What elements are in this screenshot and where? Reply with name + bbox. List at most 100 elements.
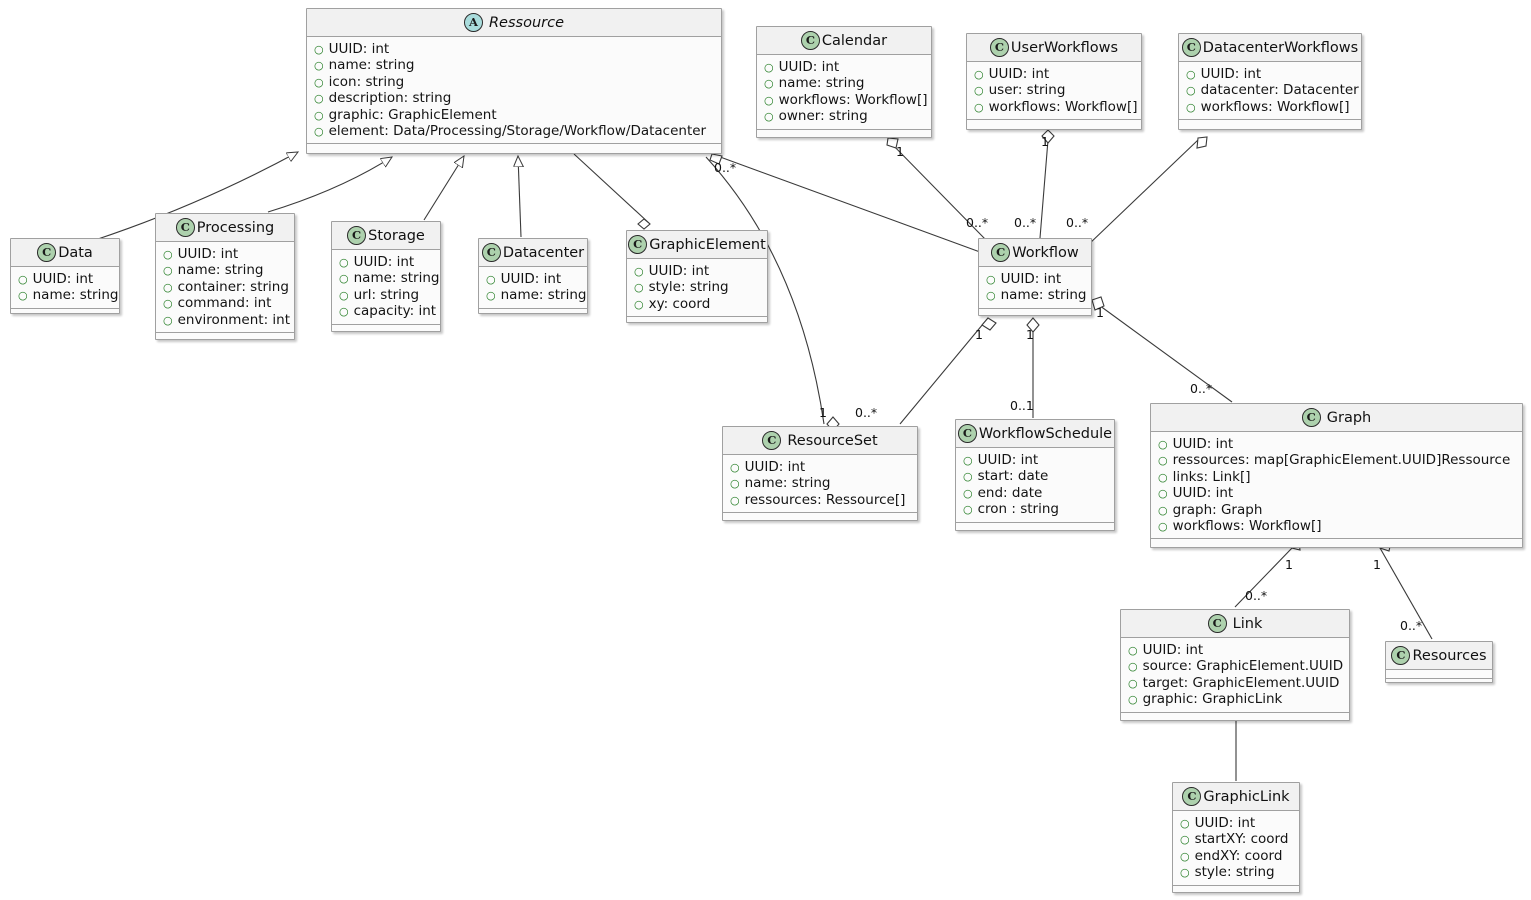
attribute-text: UUID: int bbox=[1142, 642, 1204, 658]
aggregation-diamond-graphicelement bbox=[637, 218, 651, 230]
visibility-public-icon: ○ bbox=[1180, 866, 1190, 880]
attribute-text: UUID: int bbox=[1194, 815, 1256, 831]
attribute-text: icon: string bbox=[328, 73, 405, 90]
attribute-row: ○ element: Data/Processing/Storage/Workfl… bbox=[314, 123, 717, 139]
visibility-public-icon: ○ bbox=[963, 503, 973, 517]
visibility-public-icon: ○ bbox=[1158, 487, 1168, 501]
attribute-text: name: string bbox=[177, 262, 264, 279]
attribute-row: ○name: string bbox=[986, 287, 1087, 303]
attribute-row: ○name: string bbox=[764, 75, 927, 91]
attribute-text: UUID: int bbox=[1000, 271, 1062, 287]
attribute-row: ○UUID: int bbox=[1180, 815, 1295, 831]
visibility-public-icon: ○ bbox=[486, 289, 496, 303]
attribute-row: ○UUID: int bbox=[764, 59, 927, 75]
association-datacenterworkflows-workflow bbox=[1087, 139, 1199, 246]
visibility-public-icon: ○ bbox=[1158, 470, 1168, 484]
visibility-public-icon: ○ bbox=[18, 289, 28, 303]
attribute-text: element: Data/Processing/Storage/Workflo… bbox=[328, 123, 707, 140]
association-userworkflows-workflow bbox=[1039, 139, 1049, 239]
attribute-text: workflows: Workflow[] bbox=[1172, 518, 1322, 535]
multiplicity-label: 0..1 bbox=[1010, 398, 1034, 413]
attribute-row: ○name: string bbox=[163, 262, 290, 278]
attribute-row: ○UUID: int bbox=[634, 263, 763, 279]
class-name-calendar: Calendar bbox=[821, 32, 888, 49]
visibility-public-icon: ○ bbox=[314, 108, 324, 122]
visibility-public-icon: ○ bbox=[314, 125, 324, 139]
attribute-row: ○environment: int bbox=[163, 312, 290, 328]
methods-compartment-data bbox=[11, 309, 119, 318]
visibility-public-icon: ○ bbox=[634, 281, 644, 295]
attribute-row: ○ressources: Ressource[] bbox=[730, 492, 913, 508]
attribute-text: endXY: coord bbox=[1194, 847, 1283, 864]
class-name-data: Data bbox=[58, 244, 93, 261]
class-icon: C bbox=[762, 431, 782, 450]
visibility-public-icon: ○ bbox=[764, 77, 774, 91]
methods-compartment-processing bbox=[156, 333, 294, 342]
class-name-workflow: Workflow bbox=[1012, 244, 1079, 261]
methods-compartment-datacenterworkflows bbox=[1179, 120, 1361, 129]
multiplicity-label: 0..* bbox=[855, 405, 878, 420]
attribute-text: ressources: map[GraphicElement.UUID]Ress… bbox=[1172, 452, 1511, 469]
visibility-public-icon: ○ bbox=[1158, 454, 1168, 468]
attribute-row: ○xy: coord bbox=[634, 296, 763, 312]
multiplicity-label: 1 bbox=[975, 327, 983, 342]
attribute-text: datacenter: Datacenter bbox=[1200, 82, 1359, 99]
visibility-public-icon: ○ bbox=[974, 68, 984, 81]
visibility-public-icon: ○ bbox=[764, 110, 774, 124]
visibility-public-icon: ○ bbox=[314, 43, 324, 56]
class-name-link: Link bbox=[1232, 615, 1263, 632]
multiplicity-label: 1 bbox=[1373, 557, 1381, 572]
multiplicity-label: 0..* bbox=[966, 215, 989, 230]
attribute-text: name: string bbox=[1000, 287, 1087, 304]
attribute-row: ○UUID: int bbox=[730, 459, 913, 475]
attribute-text: UUID: int bbox=[177, 246, 239, 262]
attribute-text: name: string bbox=[353, 270, 440, 287]
attribute-row: ○UUID: int bbox=[486, 271, 583, 287]
visibility-public-icon: ○ bbox=[1186, 100, 1196, 114]
attribute-row: ○name: string bbox=[339, 270, 440, 286]
attributes-compartment-workflow: ○UUID: int○name: string bbox=[979, 267, 1091, 309]
attribute-text: UUID: int bbox=[778, 59, 840, 75]
attribute-row: ○UUID: int bbox=[1186, 66, 1357, 82]
methods-compartment-calendar bbox=[757, 130, 931, 139]
class-icon: C bbox=[175, 218, 195, 237]
visibility-public-icon: ○ bbox=[730, 477, 740, 491]
attributes-compartment-storage: ○UUID: int○name: string○url: string○capa… bbox=[332, 250, 440, 325]
attribute-row: ○UUID: int bbox=[963, 452, 1110, 468]
class-icon: C bbox=[1182, 787, 1202, 806]
generalization-storage-ressource bbox=[423, 156, 464, 221]
aggregation-ressource-graphicelement bbox=[573, 153, 651, 225]
methods-compartment-graphicelement bbox=[627, 317, 767, 326]
attribute-row: ○graph: Graph bbox=[1158, 502, 1518, 518]
visibility-public-icon: ○ bbox=[163, 313, 173, 327]
attribute-text: UUID: int bbox=[1172, 485, 1234, 502]
attribute-row: ○name: string bbox=[486, 287, 587, 303]
attribute-text: UUID: int bbox=[988, 66, 1050, 82]
methods-compartment-resourceset bbox=[723, 513, 917, 522]
visibility-public-icon: ○ bbox=[963, 486, 973, 500]
attribute-row: ○ UUID: int bbox=[974, 66, 1137, 82]
attribute-text: name: string bbox=[328, 57, 415, 74]
attribute-text: container: string bbox=[177, 278, 289, 295]
attribute-row: ○startXY: coord bbox=[1180, 831, 1295, 847]
attributes-compartment-processing: ○UUID: int○name: string○container: strin… bbox=[156, 242, 294, 334]
